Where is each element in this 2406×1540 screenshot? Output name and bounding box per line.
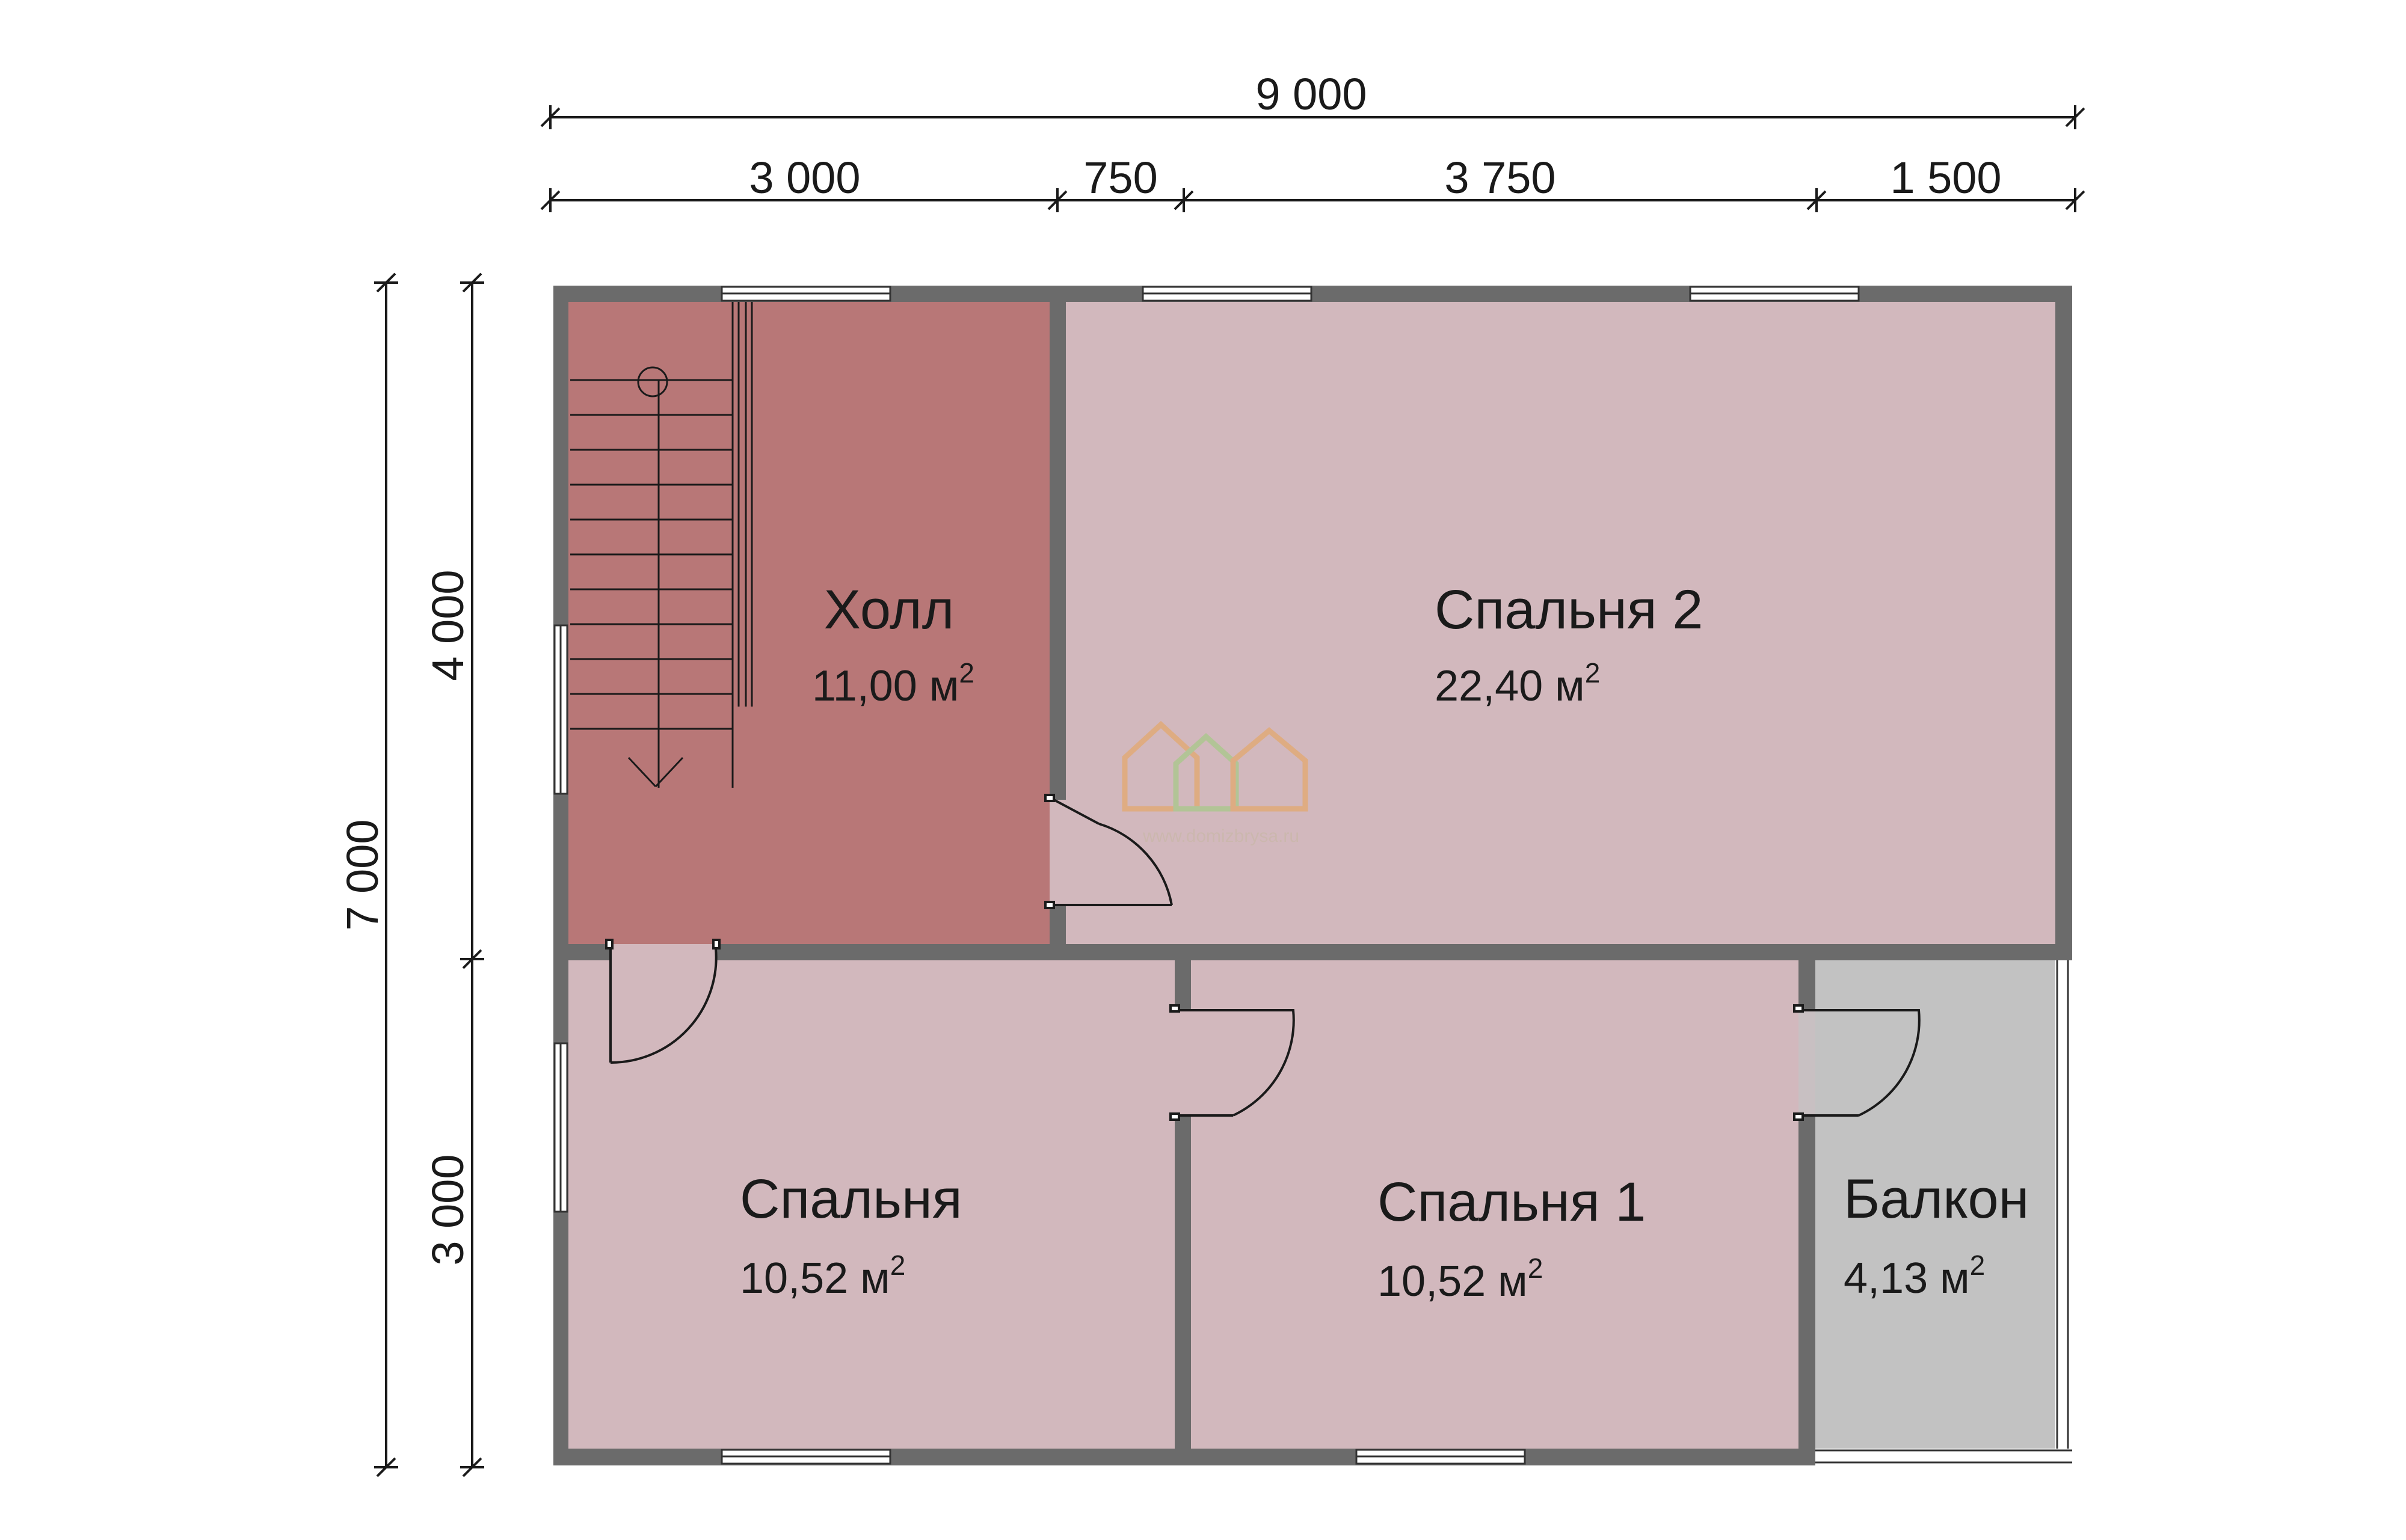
room-bedroom2-area: 22,40 м2 — [1435, 657, 1600, 710]
room-bedroom-area: 10,52 м2 — [740, 1250, 905, 1302]
door-hall-bedroom — [605, 939, 721, 1064]
room-hall-name: Холл — [824, 579, 955, 640]
door-gap-hall-bedroom2 — [1050, 800, 1066, 905]
left-dimensions — [374, 272, 484, 1477]
room-bedroom1-area-sup: 2 — [1528, 1253, 1543, 1284]
dim-left-total: 7 000 — [337, 819, 387, 930]
room-bedroom2-floor — [1066, 302, 2055, 944]
windows — [553, 286, 1860, 1465]
dim-top-segment-1: 3 000 — [749, 153, 860, 203]
room-bedroom2-name: Спальня 2 — [1435, 579, 1703, 640]
dim-top-segment-2: 750 — [1083, 153, 1157, 203]
dim-left-segment-1: 4 000 — [423, 569, 473, 681]
room-bedroom1-area: 10,52 м2 — [1377, 1253, 1543, 1305]
room-hall-area-value: 11,00 м — [812, 662, 959, 710]
room-hall-area: 11,00 м2 — [812, 657, 974, 710]
room-balcony-area-value: 4,13 м — [1844, 1254, 1970, 1302]
dim-top-segment-3: 3 750 — [1444, 153, 1555, 203]
room-bedroom1-name: Спальня 1 — [1377, 1171, 1646, 1233]
room-bedroom-area-value: 10,52 м — [740, 1254, 890, 1302]
door-bedroom-bedroom1 — [1169, 1004, 1295, 1121]
top-dimensions — [540, 105, 2085, 212]
balcony-railing — [2055, 960, 2072, 1465]
room-balcony-name: Балкон — [1844, 1168, 2029, 1230]
door-gap-bedroom1-balcony — [1798, 1010, 1815, 1115]
room-hall-area-sup: 2 — [959, 657, 974, 689]
door-gap-bedroom-bedroom1 — [1175, 1010, 1191, 1115]
room-hall-floor — [568, 302, 1050, 944]
dim-top-total: 9 000 — [1255, 69, 1367, 119]
room-bedroom-area-sup: 2 — [890, 1250, 906, 1281]
dim-left-segment-2: 3 000 — [423, 1154, 473, 1265]
door-bedroom1-balcony — [1793, 1004, 1921, 1121]
door-hall-bedroom2 — [1044, 794, 1173, 909]
house-logo-icon — [1122, 720, 1308, 812]
room-balcony-area: 4,13 м2 — [1844, 1250, 1985, 1302]
dim-top-segment-4: 1 500 — [1890, 153, 2001, 203]
room-bedroom2-area-value: 22,40 м — [1435, 662, 1585, 710]
room-balcony-area-sup: 2 — [1970, 1250, 1986, 1281]
staircase — [570, 302, 753, 788]
room-bedroom2-area-sup: 2 — [1585, 657, 1601, 689]
door-gap-hall-bedroom — [611, 944, 716, 960]
room-bedroom1-area-value: 10,52 м — [1377, 1257, 1528, 1305]
watermark-text: www.domizbrysa.ru — [1142, 826, 1299, 846]
room-balcony-floor — [1815, 960, 2055, 1449]
room-bedroom-floor — [568, 960, 1175, 1449]
room-bedroom-name: Спальня — [740, 1168, 962, 1230]
